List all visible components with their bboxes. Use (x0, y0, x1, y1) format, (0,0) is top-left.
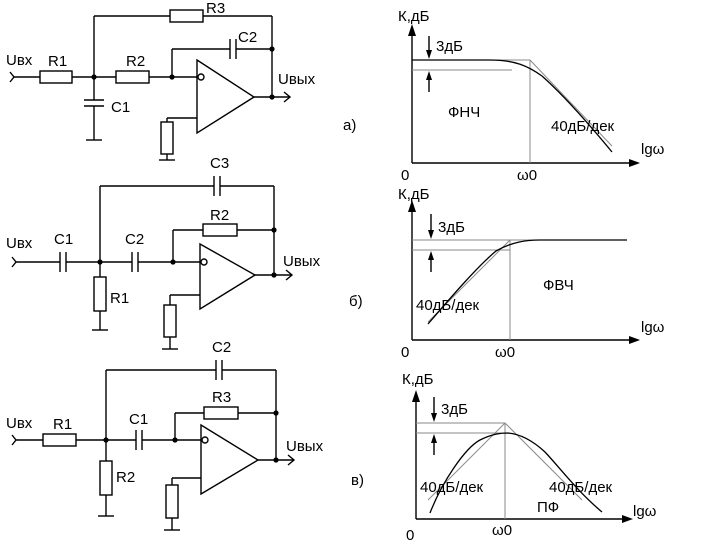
slope-label-left: 40дБ/дек (420, 479, 484, 496)
output-terminal (287, 454, 296, 466)
slope-label-right: 40дБ/дек (549, 479, 613, 496)
label-in: Uвх (6, 235, 33, 252)
x-axis-label: lgω (641, 319, 665, 336)
response-plot-lpf: К,дБ 3дБ ФНЧ 40дБ/дек lgω 0 ω0 (398, 8, 665, 184)
label-r2: R2 (210, 207, 229, 224)
opamp (199, 242, 257, 311)
output-terminal (285, 269, 294, 281)
label-out: Uвых (283, 253, 321, 270)
label-c1: C1 (129, 411, 148, 428)
capacitor-c2 (215, 360, 223, 380)
label-out: Uвых (286, 438, 324, 455)
response-curve (429, 432, 603, 514)
label-c2: C2 (238, 29, 257, 46)
response-curve (412, 59, 613, 153)
case-label-a: а) (343, 117, 356, 134)
capacitor-c3 (213, 176, 221, 196)
label-c3: C3 (210, 155, 229, 172)
resistor-r2 (202, 223, 238, 237)
label-in: Uвх (6, 415, 33, 432)
input-terminal (11, 434, 17, 446)
origin-label: 0 (406, 527, 414, 544)
response-plot-hpf: К,дБ 3дБ ФВЧ 40дБ/дек lgω 0 ω0 (398, 186, 665, 361)
label-c1: C1 (111, 99, 130, 116)
capacitor-c1 (84, 99, 104, 107)
label-in: Uвх (6, 52, 33, 69)
db3-label: 3дБ (436, 38, 463, 55)
label-out: Uвых (278, 71, 316, 88)
circuit-band-pass: Uвх R1 C1 C2 R3 R2 Uвых (6, 339, 324, 531)
label-r3: R3 (212, 389, 231, 406)
output-terminal (283, 91, 292, 103)
ground-resistor (163, 304, 177, 338)
case-label-c: в) (351, 472, 364, 489)
resistor-r3 (203, 406, 239, 420)
label-r1: R1 (110, 290, 129, 307)
db3-label: 3дБ (438, 219, 465, 236)
y-axis-label: К,дБ (402, 371, 434, 388)
y-axis-label: К,дБ (398, 8, 430, 25)
x-axis-label: lgω (641, 141, 665, 158)
label-r2: R2 (116, 469, 135, 486)
omega0-label: ω0 (492, 522, 512, 539)
ground-resistor (160, 121, 174, 155)
label-r3: R3 (206, 0, 225, 17)
input-terminal (11, 256, 17, 268)
resistor-r3 (169, 9, 204, 23)
label-r1: R1 (53, 416, 72, 433)
capacitor-c2 (229, 39, 237, 59)
capacitor-c1 (135, 430, 143, 450)
filter-type-label: ФНЧ (448, 104, 480, 121)
label-r2: R2 (126, 53, 145, 70)
circuit-high-pass: Uвх C1 C2 C3 R2 R1 Uвых (6, 155, 321, 350)
resistor-r1 (93, 276, 107, 312)
label-c1: C1 (54, 231, 73, 248)
omega0-label: ω0 (517, 167, 537, 184)
capacitor-c2 (131, 252, 139, 272)
ground-resistor (165, 484, 179, 519)
response-curve (427, 239, 627, 325)
response-plot-bpf: К,дБ 3дБ 40дБ/дек 40дБ/дек ПФ lgω 0 ω0 (402, 371, 657, 544)
label-c2: C2 (125, 231, 144, 248)
origin-label: 0 (401, 167, 409, 184)
resistor-r1 (42, 433, 77, 447)
slope-label: 40дБ/дек (416, 297, 480, 314)
capacitor-c1 (59, 252, 67, 272)
opamp (196, 58, 256, 135)
circuit-low-pass: Uвх R1 R2 R3 C1 C2 Uвых (6, 0, 316, 161)
filter-type-label: ФВЧ (543, 277, 574, 294)
omega0-label: ω0 (495, 344, 515, 361)
db3-label: 3дБ (441, 401, 468, 418)
label-r1: R1 (48, 53, 67, 70)
filter-type-label: ПФ (537, 499, 559, 516)
slope-label: 40дБ/дек (551, 118, 615, 135)
origin-label: 0 (401, 344, 409, 361)
resistor-r2 (115, 70, 150, 84)
x-axis-label: lgω (633, 503, 657, 520)
opamp (200, 423, 260, 496)
label-c2: C2 (212, 339, 231, 356)
resistor-r2 (99, 460, 113, 496)
input-terminal (9, 71, 15, 83)
resistor-r1 (39, 70, 73, 84)
y-axis-label: К,дБ (398, 186, 430, 203)
case-label-b: б) (349, 293, 363, 310)
